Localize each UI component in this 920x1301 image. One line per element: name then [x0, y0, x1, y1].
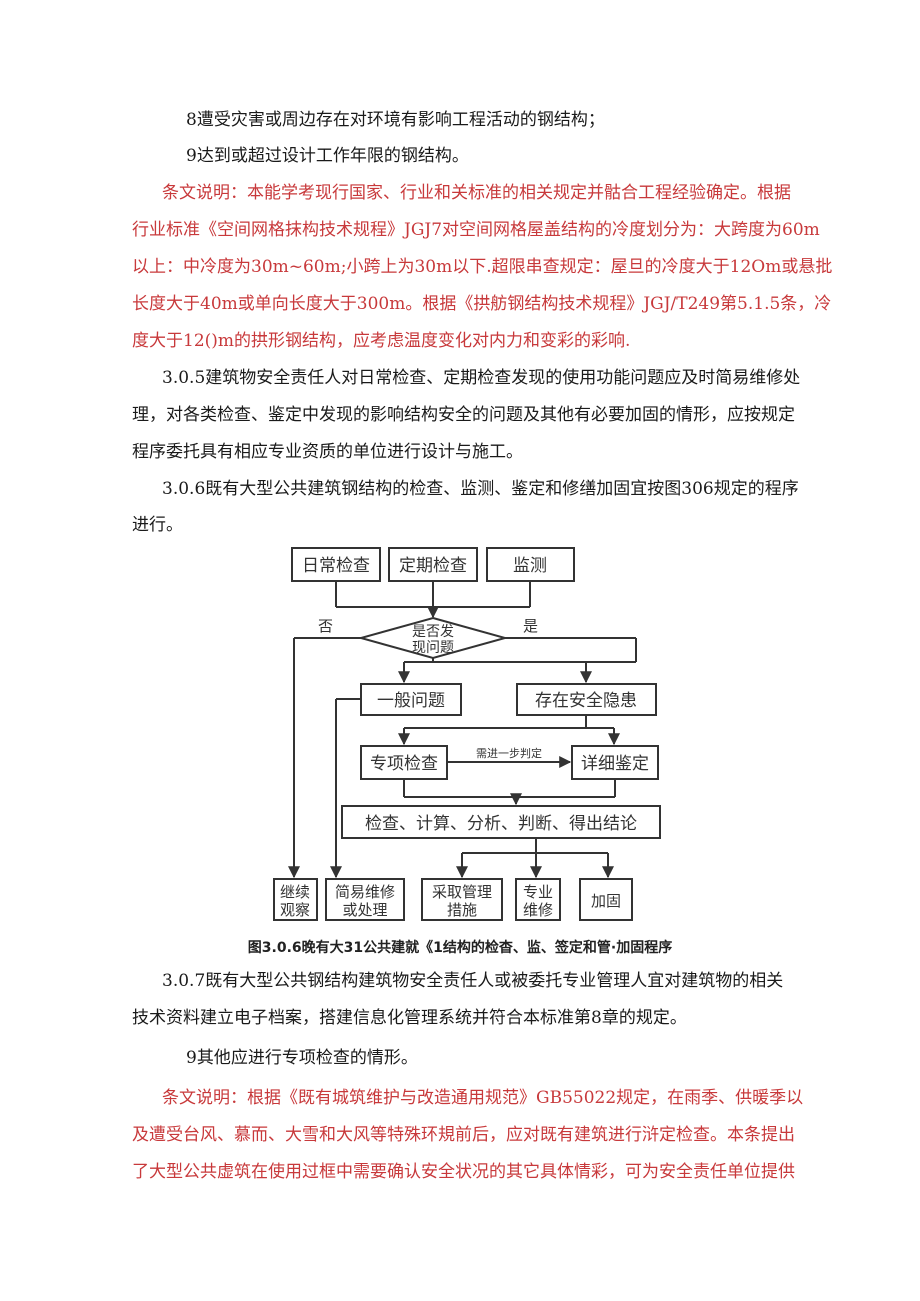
professional-maintenance-box [515, 878, 561, 921]
list-item-9b: 9其他应进行专项检查的情形。 [186, 1048, 418, 1068]
professional-maintenance-label-1: 专业 [523, 883, 553, 901]
clause-307-line-2: 技术资料建立电子档案，搭建信息化管理系统并符合本标准第8章的规定。 [132, 1008, 687, 1028]
continue-observe-label-1: 继续 [280, 883, 310, 901]
clause-305-line-2: 理，对各类检查、鉴定中发现的影响结构安全的问题及其他有必要加固的情形，应按规定 [132, 405, 795, 425]
safety-hazard-box [516, 683, 657, 716]
general-issue-label: 一般问题 [377, 691, 445, 711]
note-line-1: 条文说明：本能学考现行国家、行业和关标准的相关规定并骷合工程经验确定。根据 [162, 183, 791, 203]
clause-307-line-1: 3.0.7既有大型公共钢结构建筑物安全责任人或被委托专业管理人宜对建筑物的相关 [162, 971, 784, 991]
note2-line-3: 了大型公共虚筑在使用过框中需要确认安全状况的其它具体情彩，可为安全责任单位提供 [132, 1162, 795, 1182]
professional-maintenance-label-2: 维修 [523, 901, 553, 919]
note-line-3: 以上：中冷度为30m~60m;小跨上为30m以下.超限串查规定：屋旦的冷度大于1… [132, 257, 833, 277]
special-check-label: 专项检查 [370, 754, 438, 774]
note-line-5: 度大于12()m的拱形钢结构，应考虑温度变化对内力和变彩的彩响. [132, 331, 631, 351]
continue-observe-box [273, 878, 318, 921]
clause-306-line-1: 3.0.6既有大型公共建筑钢结构的检查、监测、鉴定和修缮加固宜按图306规定的程… [162, 479, 799, 499]
decision-label-2: 现问题 [412, 640, 454, 656]
yes-label: 是 [523, 617, 538, 635]
clause-305-line-3: 程序委托具有相应专业资质的单位进行设计与施工。 [132, 442, 523, 462]
analysis-label: 检查、计算、分析、判断、得出结论 [365, 814, 637, 834]
periodic-check-label: 定期检查 [399, 556, 467, 576]
no-label: 否 [318, 617, 333, 635]
simple-repair-label-1: 简易维修 [335, 883, 395, 901]
reinforcement-label: 加固 [591, 892, 621, 910]
decision-label-1: 是否发 [412, 624, 454, 640]
list-item-9: 9达到或超过设计工作年限的钢结构。 [186, 146, 469, 166]
daily-check-label: 日常检查 [302, 556, 370, 576]
monitoring-label: 监测 [513, 556, 547, 576]
safety-hazard-label: 存在安全隐患 [535, 691, 637, 711]
monitoring-box [486, 547, 575, 582]
special-check-box [360, 745, 448, 780]
clause-306-line-2: 进行。 [132, 515, 183, 535]
clause-305-line-1: 3.0.5建筑物安全责任人对日常检查、定期检查发现的使用功能问题应及时简易维修处 [162, 368, 801, 388]
note2-line-1: 条文说明：根据《既有城筑维护与改造通用规范》GB55022规定，在雨季、供暖季以 [162, 1088, 804, 1108]
detailed-appraisal-label: 详细鉴定 [581, 754, 649, 774]
management-measures-box [421, 878, 503, 921]
note2-line-2: 及遭受台风、慕而、大雪和大风等特殊环規前后，应对既有建筑进行浒定检查。本条提出 [132, 1125, 795, 1145]
continue-observe-label-2: 观察 [280, 901, 310, 919]
figure-caption: 图3.0.6晚有大31公共建就《1结构的检杳、监、签定和管·加固程序 [247, 940, 673, 956]
reinforcement-box [579, 878, 633, 921]
further-judge-label: 需进一步判定 [476, 746, 542, 760]
list-item-8: 8遭受灾害或周边存在对环境有影响工程活动的钢结构； [186, 110, 605, 130]
general-issue-box [360, 683, 462, 716]
management-measures-label-1: 采取管理 [432, 883, 492, 901]
analysis-box [341, 805, 661, 839]
note-line-2: 行业标准《空间网格抹构技术规程》JGJ7对空间网格屋盖结构的冷度划分为：大跨度为… [132, 220, 820, 240]
note-line-4: 长度大于40m或单向长度大于300m。根据《拱舫钢结构技术规程》JGJ/T249… [132, 294, 832, 314]
simple-repair-box [325, 878, 405, 921]
simple-repair-label-2: 或处理 [342, 901, 387, 919]
management-measures-label-2: 措施 [447, 901, 477, 919]
